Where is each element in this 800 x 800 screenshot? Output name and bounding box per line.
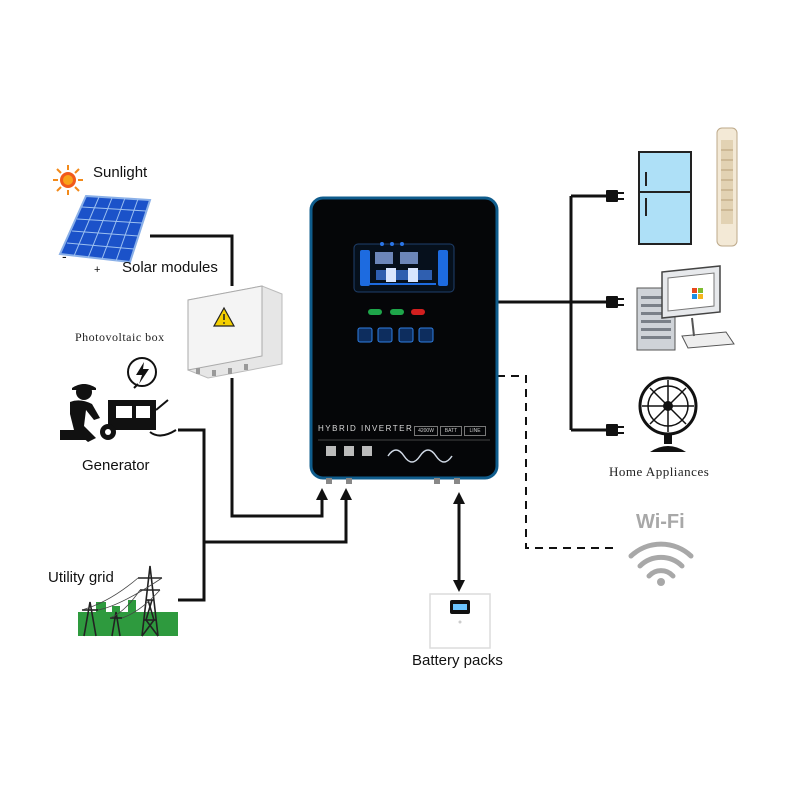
wifi-label: Wi-Fi — [636, 511, 685, 533]
inverter-indicators — [368, 309, 425, 315]
arrow-battery-down — [453, 580, 465, 592]
utility-grid-icon — [78, 565, 178, 637]
refrigerator-icon — [638, 151, 692, 245]
photovoltaic-box-icon — [187, 285, 283, 379]
inverter-badge: BATT — [440, 426, 462, 436]
inverter-name-label: HYBRID INVERTER — [318, 424, 414, 433]
plug-icon — [606, 296, 624, 308]
wifi-dashed-line — [497, 375, 614, 549]
inverter-badge: LINE — [464, 426, 486, 436]
inverter-buttons — [357, 327, 434, 343]
utility-grid-label: Utility grid — [48, 569, 114, 586]
plug-icon — [606, 190, 624, 202]
air-conditioner-icon — [716, 127, 738, 247]
pvbox-to-inverter-line — [230, 378, 324, 518]
electric-fan-icon — [638, 376, 698, 452]
grid-line — [178, 542, 206, 602]
sine-wave-icon — [387, 449, 453, 463]
wifi-icon — [628, 541, 694, 579]
arrow-gen — [340, 488, 352, 500]
arrow-pv — [316, 488, 328, 500]
solar-modules-label: Solar modules — [122, 259, 218, 276]
battery-packs-label: Battery packs — [412, 652, 503, 669]
arrow-heads — [316, 488, 465, 592]
sun-icon — [53, 165, 83, 195]
sunlight-label: Sunlight — [93, 164, 148, 181]
plug-icon — [606, 424, 624, 436]
inverter-badge: 4200W — [414, 426, 438, 436]
generator-icon — [60, 357, 177, 442]
generator-label: Generator — [82, 457, 150, 474]
inverter-display — [353, 242, 455, 293]
home-appliances-label: Home Appliances — [609, 464, 710, 479]
panel-plus-label: + — [94, 264, 101, 276]
arrow-battery-up — [453, 492, 465, 504]
windows-logo-icon — [692, 288, 703, 299]
hybrid-inverter — [309, 196, 499, 484]
panel-minus-label: - — [62, 248, 67, 264]
solar-to-pvbox-line — [150, 234, 234, 286]
connection-lines — [150, 194, 608, 602]
plug-icons — [606, 190, 624, 436]
computer-icon — [636, 265, 735, 351]
wifi-dot — [657, 578, 665, 586]
photovoltaic-box-label: Photovoltaic box — [75, 330, 165, 344]
battery-pack-icon — [429, 593, 491, 649]
solar-panel-icon — [58, 194, 152, 264]
